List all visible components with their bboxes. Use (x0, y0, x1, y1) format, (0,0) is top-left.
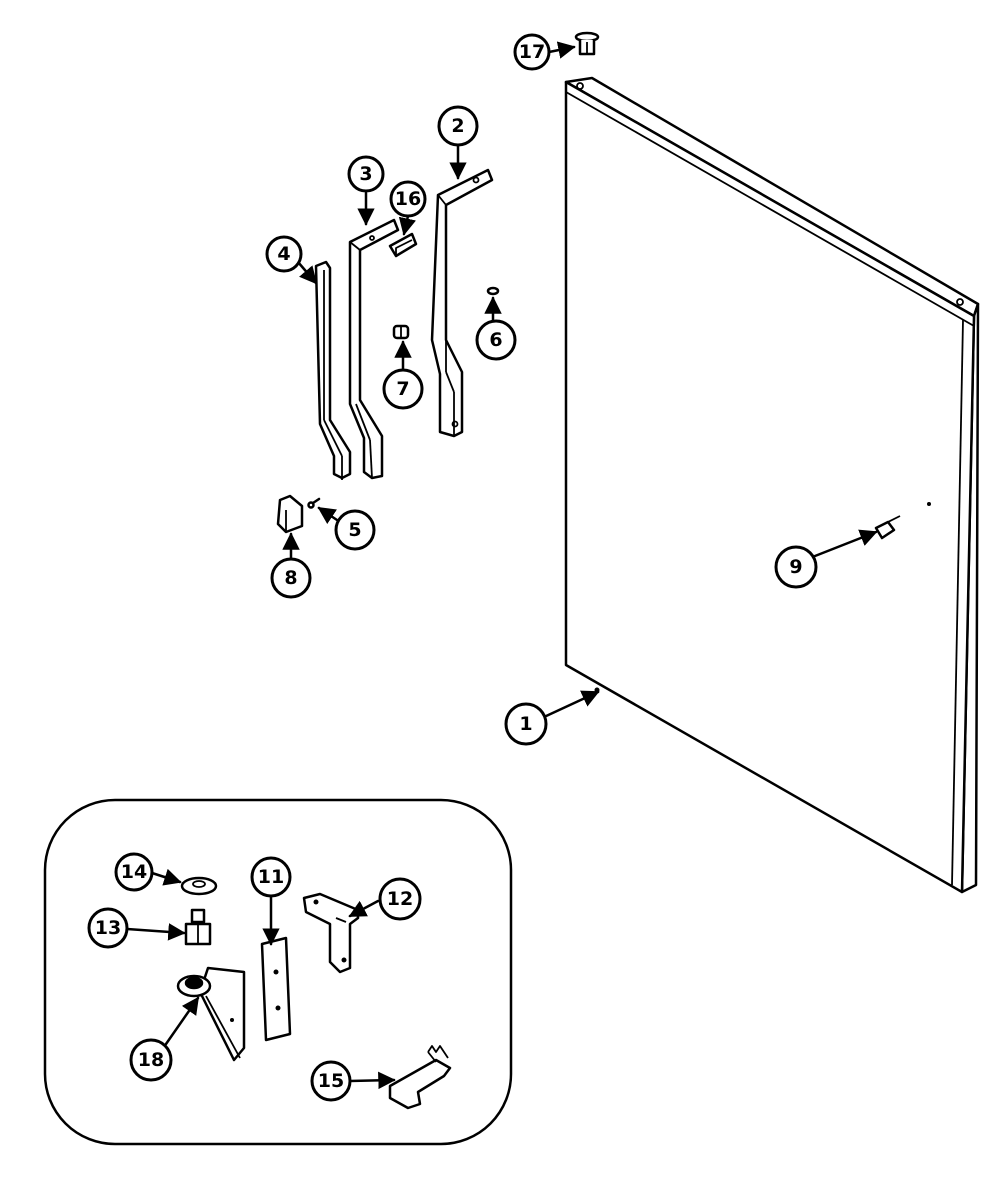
nut-7 (392, 324, 410, 340)
svg-text:1: 1 (519, 713, 532, 735)
svg-text:4: 4 (277, 243, 290, 265)
svg-text:11: 11 (258, 866, 284, 888)
svg-text:2: 2 (451, 115, 464, 137)
callout-16: 16 (389, 180, 427, 218)
hinge-18 (176, 966, 246, 1062)
svg-text:5: 5 (348, 519, 361, 541)
svg-text:7: 7 (396, 378, 409, 400)
svg-text:15: 15 (318, 1070, 344, 1092)
callout-15: 15 (310, 1060, 352, 1102)
callout-6: 6 (475, 319, 517, 361)
callout-9: 9 (774, 545, 818, 589)
callout-18: 18 (129, 1038, 173, 1082)
svg-text:8: 8 (284, 567, 297, 589)
callout-12: 12 (378, 877, 422, 921)
callout-4: 4 (265, 235, 303, 273)
svg-text:17: 17 (519, 41, 545, 63)
svg-text:9: 9 (789, 556, 802, 578)
bracket-12 (302, 892, 360, 974)
screw-5 (307, 497, 321, 509)
svg-text:3: 3 (359, 163, 372, 185)
leader-lines (282, 41, 878, 719)
callout-7: 7 (382, 368, 424, 410)
plate-11 (260, 936, 292, 1042)
button-9 (874, 515, 901, 540)
hinge-detail-inset (43, 798, 513, 1146)
door-panel (564, 76, 980, 894)
bracket-16 (388, 232, 418, 258)
callout-14: 14 (114, 852, 154, 892)
callout-3: 3 (347, 155, 385, 193)
hinge-bar-4 (314, 260, 352, 480)
svg-text:18: 18 (138, 1049, 164, 1071)
svg-text:6: 6 (489, 329, 502, 351)
callout-2: 2 (437, 105, 479, 147)
hinge-bar-2 (430, 168, 494, 438)
hinge-bar-3 (348, 218, 400, 480)
pin-13 (184, 908, 212, 946)
svg-text:13: 13 (95, 917, 121, 939)
plug-17 (574, 31, 600, 56)
svg-text:12: 12 (387, 888, 413, 910)
bracket-15 (388, 1045, 452, 1110)
callout-11: 11 (250, 856, 292, 898)
callout-5: 5 (334, 509, 376, 551)
washer-14 (180, 876, 218, 896)
cover-8 (276, 494, 304, 534)
callout-17: 17 (513, 33, 551, 71)
svg-text:14: 14 (121, 861, 147, 883)
callout-13: 13 (87, 907, 129, 949)
callout-1: 1 (504, 702, 548, 746)
screw-6 (486, 286, 500, 296)
svg-text:16: 16 (395, 188, 421, 210)
callout-8: 8 (270, 557, 312, 599)
